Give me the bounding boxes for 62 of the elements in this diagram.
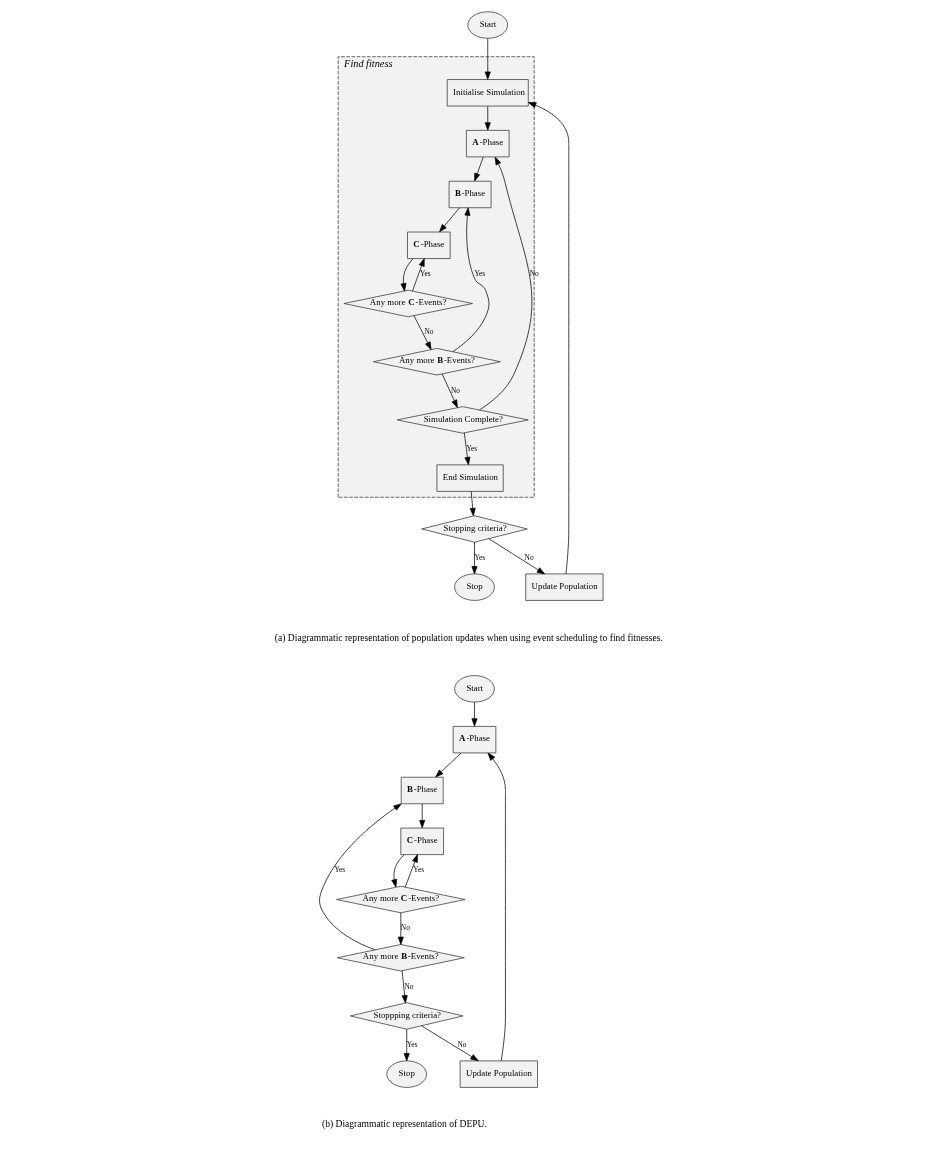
edge-label: Yes bbox=[419, 269, 431, 279]
edge-label: Yes bbox=[466, 443, 478, 453]
edge-label: Yes bbox=[474, 552, 486, 562]
arrow bbox=[412, 258, 425, 292]
arrow bbox=[401, 970, 408, 1004]
arrow bbox=[471, 701, 478, 727]
node-diamond: Stopping criteria? bbox=[421, 515, 528, 543]
node-diamond: Any more C-Events? bbox=[343, 289, 473, 318]
arrow bbox=[391, 854, 405, 888]
arrow bbox=[471, 541, 478, 575]
label: (b) Diagrammatic representation of DEPU. bbox=[321, 1118, 487, 1130]
node-box: Update Population bbox=[525, 573, 604, 601]
arrow bbox=[413, 315, 432, 350]
edge-label: Yes bbox=[406, 1039, 418, 1049]
arrow bbox=[439, 207, 460, 233]
arrow bbox=[435, 752, 462, 778]
node-box: Initialise Simulation bbox=[446, 79, 529, 107]
arrow bbox=[421, 1025, 479, 1062]
arrow bbox=[474, 156, 484, 182]
arrow bbox=[319, 803, 402, 951]
node-box: A-Phase bbox=[466, 130, 510, 158]
arrow bbox=[479, 156, 533, 411]
edge-label: No bbox=[524, 552, 534, 562]
node-diamond: Any more B-Events? bbox=[336, 944, 465, 972]
arrow bbox=[528, 102, 570, 575]
edge-label: No bbox=[450, 385, 460, 395]
arrow bbox=[397, 912, 404, 945]
arrow bbox=[403, 1028, 410, 1062]
node-ellipse: Stop bbox=[386, 1060, 427, 1088]
node-diamond: Any more C-Events? bbox=[336, 885, 466, 914]
node-diamond: Stoppping criteria? bbox=[350, 1002, 464, 1030]
arrow bbox=[404, 854, 418, 888]
arrow bbox=[484, 105, 491, 131]
arrow bbox=[484, 38, 491, 80]
node-ellipse: Stop bbox=[454, 573, 495, 601]
node-diamond: Any more B-Events? bbox=[373, 348, 501, 376]
label: (a) Diagrammatic representation of population updates when using event scheduling to find fitnesses. bbox=[274, 631, 663, 643]
edge-label: Yes bbox=[413, 865, 425, 875]
node-box: B-Phase bbox=[400, 776, 444, 805]
arrow bbox=[469, 491, 476, 517]
arrow bbox=[452, 207, 490, 352]
edge-label: No bbox=[400, 923, 410, 933]
arrow bbox=[400, 258, 414, 292]
node-ellipse: Start bbox=[454, 675, 495, 703]
arrow bbox=[441, 373, 458, 408]
edge-label: Yes bbox=[334, 865, 346, 875]
node-box: A-Phase bbox=[452, 726, 497, 754]
node-diamond: Simulation Complete? bbox=[396, 406, 529, 434]
edge-label: No bbox=[424, 327, 434, 337]
arrow bbox=[419, 803, 426, 829]
arrow bbox=[488, 538, 545, 575]
arrow bbox=[463, 432, 471, 466]
node-box: Update Population bbox=[459, 1060, 538, 1088]
edge-label: No bbox=[457, 1039, 467, 1049]
node-ellipse: Start bbox=[467, 11, 508, 39]
node-box: End Simulation bbox=[436, 464, 504, 492]
arrow bbox=[487, 752, 506, 1062]
edge-label: Yes bbox=[474, 269, 486, 279]
node-box: C-Phase bbox=[400, 827, 444, 855]
node-box: B-Phase bbox=[448, 180, 492, 209]
node-box: C-Phase bbox=[407, 231, 451, 259]
edge-label: No bbox=[404, 981, 414, 991]
